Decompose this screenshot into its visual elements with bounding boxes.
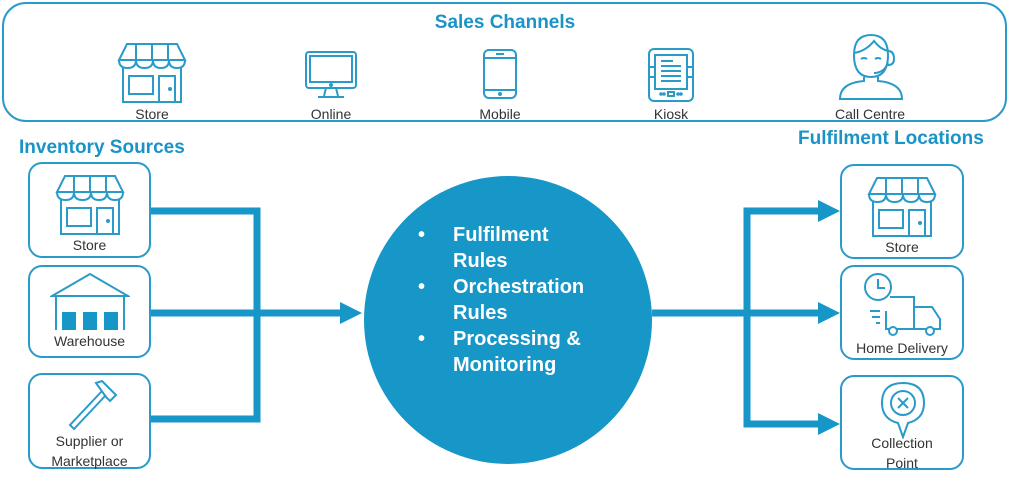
hammer-icon bbox=[66, 379, 122, 433]
engine-bullet-text: Processing &Monitoring bbox=[453, 328, 581, 376]
kiosk-icon bbox=[647, 47, 695, 103]
location-card-home-delivery[interactable]: Home Delivery bbox=[840, 265, 964, 360]
channel-label-mobile: Mobile bbox=[479, 106, 521, 122]
location-card-store[interactable]: Store bbox=[840, 164, 964, 259]
channel-label-kiosk: Kiosk bbox=[653, 106, 689, 122]
channel-label-call-centre: Call Centre bbox=[834, 106, 906, 122]
location-label-collection-point: Collection Point bbox=[842, 433, 962, 473]
location-label-collection-line1: Collection bbox=[871, 435, 933, 451]
bullet-dot: • bbox=[418, 276, 426, 298]
outbound-arrowhead-store bbox=[818, 200, 840, 222]
orchestration-engine-circle bbox=[364, 176, 652, 464]
warehouse-icon bbox=[50, 272, 130, 332]
engine-bullet-item: • Processing &Monitoring bbox=[418, 326, 584, 378]
source-card-store[interactable]: Store bbox=[28, 162, 151, 258]
outbound-arrowhead-delivery bbox=[818, 302, 840, 324]
source-card-warehouse[interactable]: Warehouse bbox=[28, 265, 151, 358]
source-label-supplier: Supplier or Marketplace bbox=[30, 431, 149, 471]
channel-label-store: Store bbox=[135, 106, 169, 122]
bullet-dot: • bbox=[418, 328, 426, 350]
source-label-store: Store bbox=[72, 237, 107, 253]
inventory-sources-title: Inventory Sources bbox=[19, 137, 185, 158]
location-label-home-delivery: Home Delivery bbox=[856, 340, 948, 356]
outbound-arrowhead-collection bbox=[818, 413, 840, 435]
fulfilment-locations-title: Fulfilment Locations bbox=[798, 128, 984, 149]
location-card-collection-point[interactable]: Collection Point bbox=[840, 375, 964, 473]
channel-label-online: Online bbox=[310, 106, 352, 122]
inbound-arrowhead bbox=[340, 302, 362, 324]
location-label-collection-line2: Point bbox=[886, 455, 918, 471]
location-pin-icon bbox=[880, 379, 926, 439]
mobile-phone-icon bbox=[482, 48, 518, 100]
outbound-bracket bbox=[743, 207, 818, 428]
delivery-truck-icon bbox=[862, 271, 946, 337]
source-label-warehouse: Warehouse bbox=[53, 333, 126, 349]
source-card-supplier[interactable]: Supplier or Marketplace bbox=[28, 373, 151, 469]
sales-channels-title: Sales Channels bbox=[434, 12, 576, 33]
bullet-dot: • bbox=[418, 224, 426, 246]
call-centre-agent-icon bbox=[836, 33, 906, 103]
location-label-store: Store bbox=[885, 239, 919, 255]
source-label-supplier-line1: Supplier or bbox=[55, 433, 124, 449]
store-icon bbox=[867, 176, 937, 238]
source-label-supplier-line2: Marketplace bbox=[51, 453, 128, 469]
monitor-icon bbox=[304, 50, 358, 100]
sales-channels-panel bbox=[2, 2, 1007, 122]
